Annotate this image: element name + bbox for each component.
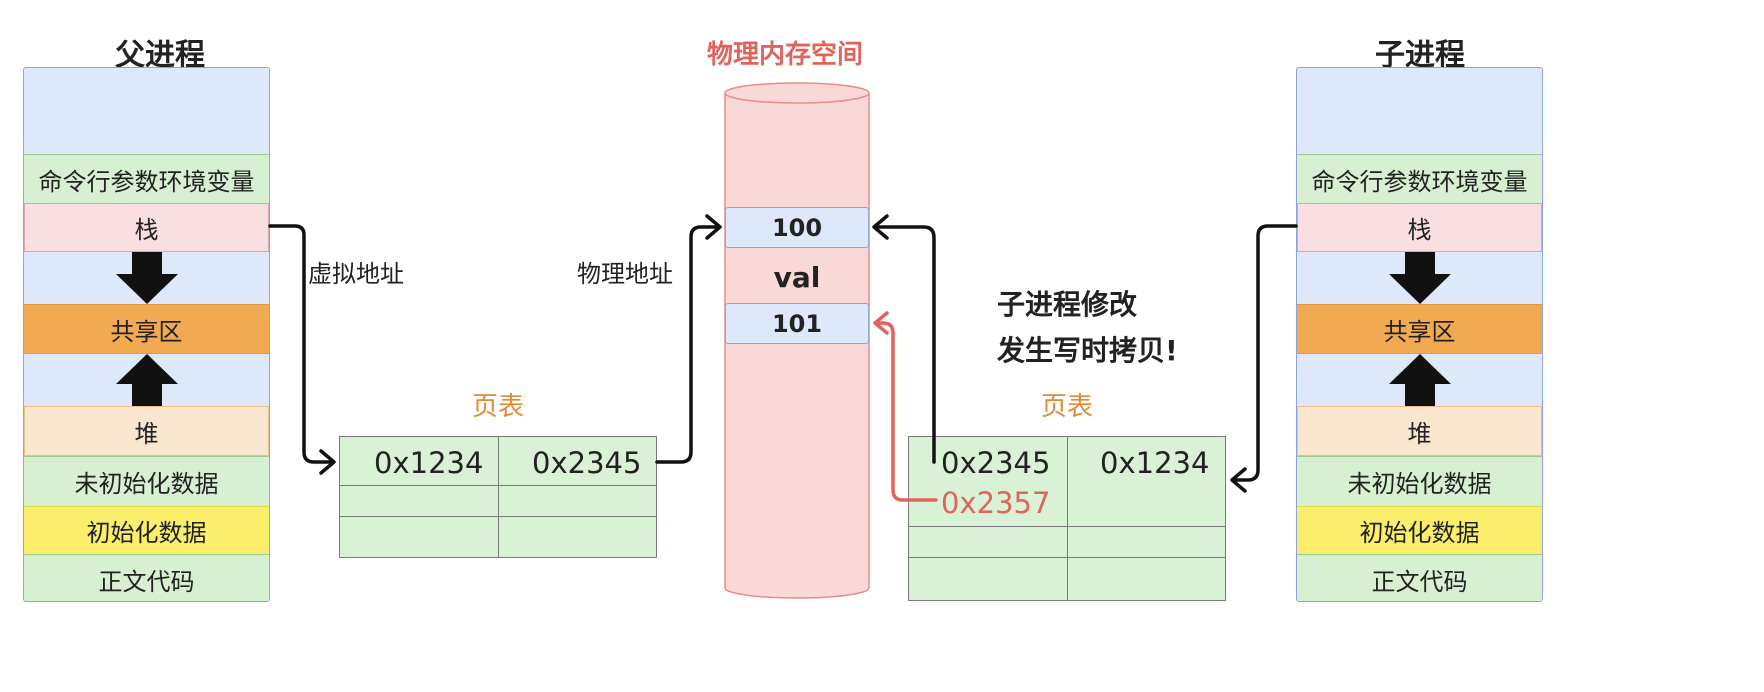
arrow-up-icon (1388, 354, 1451, 406)
parent-env-segment: 命令行参数环境变量 (24, 154, 269, 203)
parent-stack-segment: 栈 (24, 203, 269, 252)
parent-physical-address: 0x2345 (532, 446, 642, 480)
child-bss-segment: 未初始化数据 (1297, 456, 1542, 506)
parent-bss-segment: 未初始化数据 (24, 456, 269, 506)
physical-cell-101: 101 (725, 303, 869, 344)
parent-stack-growth (24, 252, 269, 304)
arrow-stack-to-page-table (268, 224, 334, 464)
child-virtual-address: 0x1234 (1100, 446, 1210, 480)
arrow-child-stack-to-page-table (1232, 224, 1298, 482)
parent-address-space: 命令行参数环境变量 栈 共享区 堆 未初始化数据 初始化数据 正文代码 (23, 67, 270, 602)
arrow-page-table-to-physical (655, 225, 720, 464)
parent-text-segment: 正文代码 (24, 554, 269, 601)
parent-heap-growth (24, 354, 269, 406)
child-heap-segment: 堆 (1297, 406, 1542, 456)
arrowhead-icon (705, 214, 722, 240)
child-data-segment: 初始化数据 (1297, 506, 1542, 554)
child-stack-segment: 栈 (1297, 203, 1542, 252)
arrow-up-icon (115, 354, 178, 406)
child-page-table: 0x2345 0x2357 0x1234 (908, 436, 1226, 601)
child-shared-segment: 共享区 (1297, 304, 1542, 354)
cow-note: 子进程修改 发生写时拷贝! (997, 282, 1178, 374)
parent-heap-segment: 堆 (24, 406, 269, 456)
arrowhead-icon (319, 449, 336, 475)
child-top-blank (1297, 68, 1542, 154)
arrow-child-old-to-physical-100 (874, 225, 936, 464)
arrow-child-new-to-physical-101 (874, 321, 938, 502)
parent-virtual-address: 0x1234 (374, 446, 484, 480)
child-heap-growth (1297, 354, 1542, 406)
physical-cell-100: 100 (725, 207, 869, 248)
parent-top-blank (24, 68, 269, 154)
child-physical-address-new: 0x2357 (941, 486, 1051, 520)
child-page-table-label: 页表 (1040, 392, 1093, 422)
arrow-down-icon (115, 252, 178, 304)
child-address-space: 命令行参数环境变量 栈 共享区 堆 未初始化数据 初始化数据 正文代码 (1296, 67, 1543, 602)
child-env-segment: 命令行参数环境变量 (1297, 154, 1542, 203)
child-text-segment: 正文代码 (1297, 554, 1542, 601)
arrowhead-icon (873, 311, 889, 335)
parent-page-table-label: 页表 (471, 392, 524, 422)
arrowhead-icon (1230, 467, 1247, 493)
val-label: val (773, 261, 821, 294)
parent-data-segment: 初始化数据 (24, 506, 269, 554)
child-stack-growth (1297, 252, 1542, 304)
parent-shared-segment: 共享区 (24, 304, 269, 354)
physical-address-label: 物理地址 (577, 260, 673, 288)
parent-page-table: 0x1234 0x2345 (339, 436, 657, 558)
physical-memory-title: 物理内存空间 (706, 40, 863, 70)
arrowhead-icon (872, 214, 889, 240)
child-physical-address-old: 0x2345 (941, 446, 1051, 480)
cow-note-line1: 子进程修改 (997, 288, 1138, 321)
cow-note-line2: 发生写时拷贝! (997, 334, 1178, 367)
arrow-down-icon (1388, 252, 1451, 304)
virtual-address-label: 虚拟地址 (308, 260, 404, 288)
